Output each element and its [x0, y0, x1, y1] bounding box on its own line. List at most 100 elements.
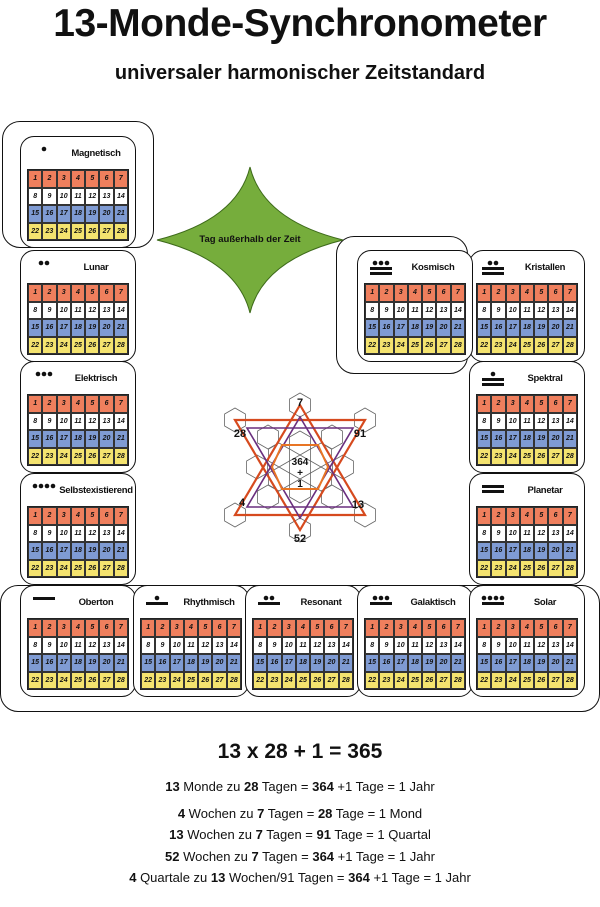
day-cell: 14: [450, 636, 465, 654]
day-cell: 24: [393, 671, 408, 689]
day-cell: 15: [253, 654, 268, 672]
day-cell: 16: [491, 542, 506, 560]
maya-number-icon: [33, 597, 55, 600]
day-cell: 20: [99, 319, 114, 337]
day-cell: 27: [99, 336, 114, 354]
day-cell: 7: [113, 395, 128, 413]
day-cell: 14: [338, 636, 353, 654]
day-cell: 13: [436, 636, 451, 654]
card-header: Kristallen: [470, 259, 584, 277]
day-cell: 4: [407, 284, 423, 302]
day-cell: 14: [113, 412, 128, 430]
day-cell: 22: [477, 559, 492, 577]
formula-number: 7: [257, 806, 265, 821]
maya-number-icon: [258, 595, 280, 605]
formula-text: Monde zu: [179, 779, 245, 794]
day-cell: 13: [324, 636, 339, 654]
day-cell: 28: [450, 671, 465, 689]
day-cell: 2: [379, 619, 394, 637]
day-cell: 10: [56, 301, 71, 319]
day-cell: 10: [393, 301, 408, 319]
day-cell: 16: [155, 654, 170, 672]
day-cell: 5: [85, 507, 100, 525]
moon-name: Rhythmisch: [183, 597, 235, 608]
day-cell: 28: [450, 336, 465, 354]
day-cell: 9: [155, 636, 170, 654]
day-cell: 13: [548, 524, 563, 542]
card-header: Solar: [470, 594, 584, 612]
day-cell: 10: [505, 636, 520, 654]
day-cell: 20: [324, 654, 339, 672]
day-cell: 3: [169, 619, 184, 637]
day-cell: 19: [534, 319, 549, 337]
day-cell: 25: [70, 222, 86, 240]
day-cell: 15: [28, 654, 43, 672]
day-cell: 6: [548, 507, 563, 525]
day-cell: 12: [85, 636, 100, 654]
day-cell: 23: [491, 447, 506, 465]
day-cell: 15: [28, 205, 43, 223]
moon-name: Planetar: [527, 485, 563, 496]
day-cell: 26: [85, 559, 100, 577]
day-cell: 12: [534, 636, 549, 654]
day-cell: 15: [477, 430, 492, 448]
day-cell: 8: [28, 524, 43, 542]
day-cell: 6: [99, 507, 114, 525]
day-cell: 7: [113, 619, 128, 637]
day-cell: 11: [407, 636, 423, 654]
day-cell: 4: [70, 395, 86, 413]
formula-number: 13: [210, 870, 226, 885]
day-cell: 7: [450, 284, 465, 302]
day-cell: 3: [505, 619, 520, 637]
moon-name: Elektrisch: [74, 373, 118, 384]
maya-number-icon: [38, 260, 50, 266]
day-cell: 20: [436, 319, 451, 337]
day-cell: 9: [42, 636, 57, 654]
day-cell: 19: [85, 205, 100, 223]
formula-text: Tagen =: [264, 806, 318, 821]
day-cell: 12: [85, 412, 100, 430]
maya-number-icon: [146, 595, 168, 605]
day-cell: 21: [562, 654, 577, 672]
hex-cell: [257, 424, 279, 450]
day-cell: 23: [42, 222, 57, 240]
day-cell: 21: [450, 319, 465, 337]
day-cell: 11: [519, 412, 535, 430]
day-cell: 3: [505, 284, 520, 302]
day-cell: 12: [85, 301, 100, 319]
day-cell: 16: [42, 319, 57, 337]
maya-number-icon: [482, 260, 504, 275]
day-cell: 23: [491, 671, 506, 689]
day-cell: 6: [548, 619, 563, 637]
day-cell: 9: [491, 636, 506, 654]
day-cell: 8: [28, 636, 43, 654]
day-cell: 21: [450, 654, 465, 672]
day-cell: 27: [436, 671, 451, 689]
day-cell: 19: [534, 654, 549, 672]
day-cell: 25: [70, 336, 86, 354]
day-cell: 12: [310, 636, 325, 654]
day-cell: 10: [56, 524, 71, 542]
day-cell: 15: [141, 654, 156, 672]
hex-num-upper-right: 91: [353, 428, 367, 440]
formula-text: +1 Tage = 1 Jahr: [369, 870, 471, 885]
day-cell: 24: [505, 336, 520, 354]
day-cell: 22: [28, 336, 43, 354]
center-label: Tag außerhalb der Zeit: [199, 234, 301, 245]
day-cell: 19: [422, 654, 437, 672]
day-cell: 10: [505, 524, 520, 542]
day-cell: 2: [155, 619, 170, 637]
day-cell: 25: [70, 671, 86, 689]
maya-number-icon: [482, 371, 504, 386]
day-cell: 12: [422, 636, 437, 654]
day-cell: 4: [70, 507, 86, 525]
day-cell: 24: [393, 336, 408, 354]
day-cell: 21: [113, 542, 128, 560]
day-cell: 27: [548, 559, 563, 577]
day-cell: 27: [436, 336, 451, 354]
